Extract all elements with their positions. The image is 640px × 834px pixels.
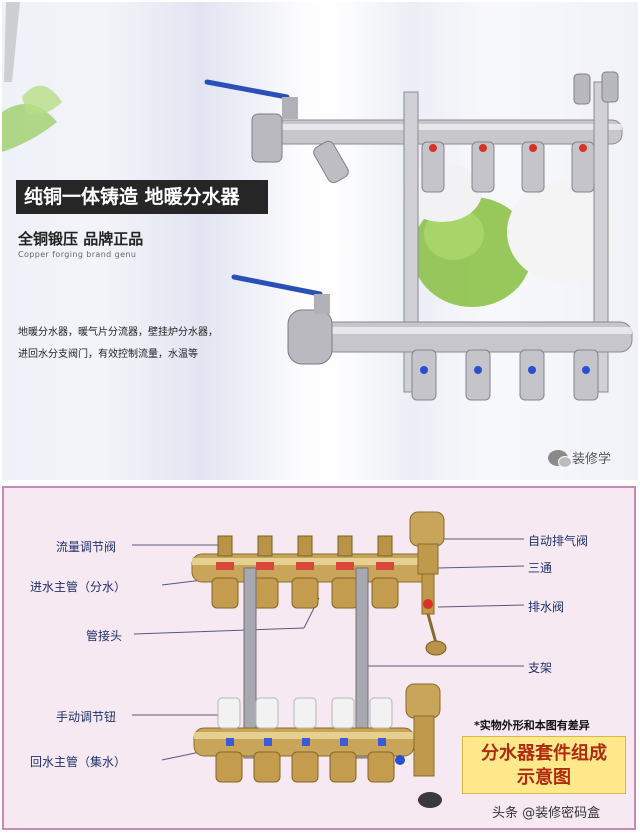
label-supply-main: 进水主管（分水） — [30, 580, 127, 594]
vent-valve — [601, 71, 619, 103]
leaf-decoration — [22, 85, 62, 115]
tee-fitting — [417, 543, 439, 575]
inlet-coupling — [251, 113, 283, 163]
manifold-photo — [2, 2, 633, 401]
label-auto-vent-valve: 自动排气阀 — [528, 534, 589, 548]
kit-title-line: 分水器套件组成 — [481, 743, 607, 764]
manual-adjust-knobs — [217, 697, 393, 729]
supply-outlets — [421, 141, 595, 193]
bracket-right — [355, 567, 369, 759]
label-pipe-joint: 管接头 — [86, 629, 123, 643]
bracket-left — [243, 567, 257, 759]
wechat-icon — [548, 449, 572, 468]
return-vent-valve — [405, 683, 441, 719]
watermark: 装修学 — [548, 448, 612, 468]
kit-title-box: 分水器套件组成 示意图 — [462, 736, 626, 794]
vent-valve — [573, 73, 591, 105]
flower-decoration — [507, 182, 617, 282]
supply-branch-fittings — [211, 577, 399, 609]
return-drain-handle — [395, 755, 405, 765]
label-manual-knob: 手动调节钮 — [56, 710, 117, 724]
y-strainer — [313, 140, 349, 184]
branch-decoration — [4, 2, 20, 82]
label-bracket: 支架 — [528, 661, 553, 675]
auto-vent-valve — [409, 511, 445, 547]
leader-lines — [132, 538, 525, 761]
banner-subtitle: 全铜锻压 品牌正品 — [18, 230, 144, 248]
kit-title-line: 示意图 — [517, 767, 571, 788]
label-tee: 三通 — [528, 561, 553, 575]
return-manifold-pipe — [289, 321, 633, 353]
manifold-illustration — [132, 511, 525, 808]
bracket-left — [403, 91, 419, 393]
label-return-main: 回水主管（集水） — [30, 755, 127, 769]
ball-valve-handle — [204, 79, 290, 100]
manifold-kit-diagram: 流量调节阀 进水主管（分水） 管接头 手动调节钮 回水主管（集水） 自动排气阀 … — [2, 486, 636, 830]
flow-regulating-valves — [216, 535, 394, 570]
label-drain-valve: 排水阀 — [528, 600, 565, 614]
return-drain-cap — [418, 792, 442, 808]
watermark-text: 装修学 — [572, 452, 612, 467]
return-outlets — [411, 349, 599, 401]
return-ball-valve — [287, 309, 333, 365]
banner-subtitle-english: Copper forging brand genu — [18, 250, 137, 259]
ball-valve-handle — [231, 274, 323, 297]
banner-title: 纯铜一体铸造 地暖分水器 — [16, 180, 268, 214]
background-sheen — [102, 2, 302, 480]
valve-stem — [282, 97, 298, 119]
supply-manifold-pipe — [251, 119, 623, 145]
description-line: 进回水分支阀门，有效控制流量，水温等 — [18, 349, 198, 360]
label-flow-regulating-valve: 流量调节阀 — [56, 540, 117, 554]
bracket-right — [593, 81, 609, 393]
banner-description: 地暖分水器，暖气片分流器，壁挂炉分水器， 进回水分支阀门，有效控制流量，水温等 — [18, 322, 248, 366]
product-banner: 纯铜一体铸造 地暖分水器 全铜锻压 品牌正品 Copper forging br… — [2, 2, 638, 480]
return-branch-fittings — [215, 738, 395, 783]
leaf-decoration — [2, 104, 57, 152]
source-credit: 头条 @装修密码盒 — [492, 806, 601, 821]
disclaimer-note: *实物外形和本图有差异 — [474, 719, 590, 732]
description-line: 地暖分水器，暖气片分流器，壁挂炉分水器， — [18, 327, 218, 338]
drain-cap — [425, 640, 447, 656]
